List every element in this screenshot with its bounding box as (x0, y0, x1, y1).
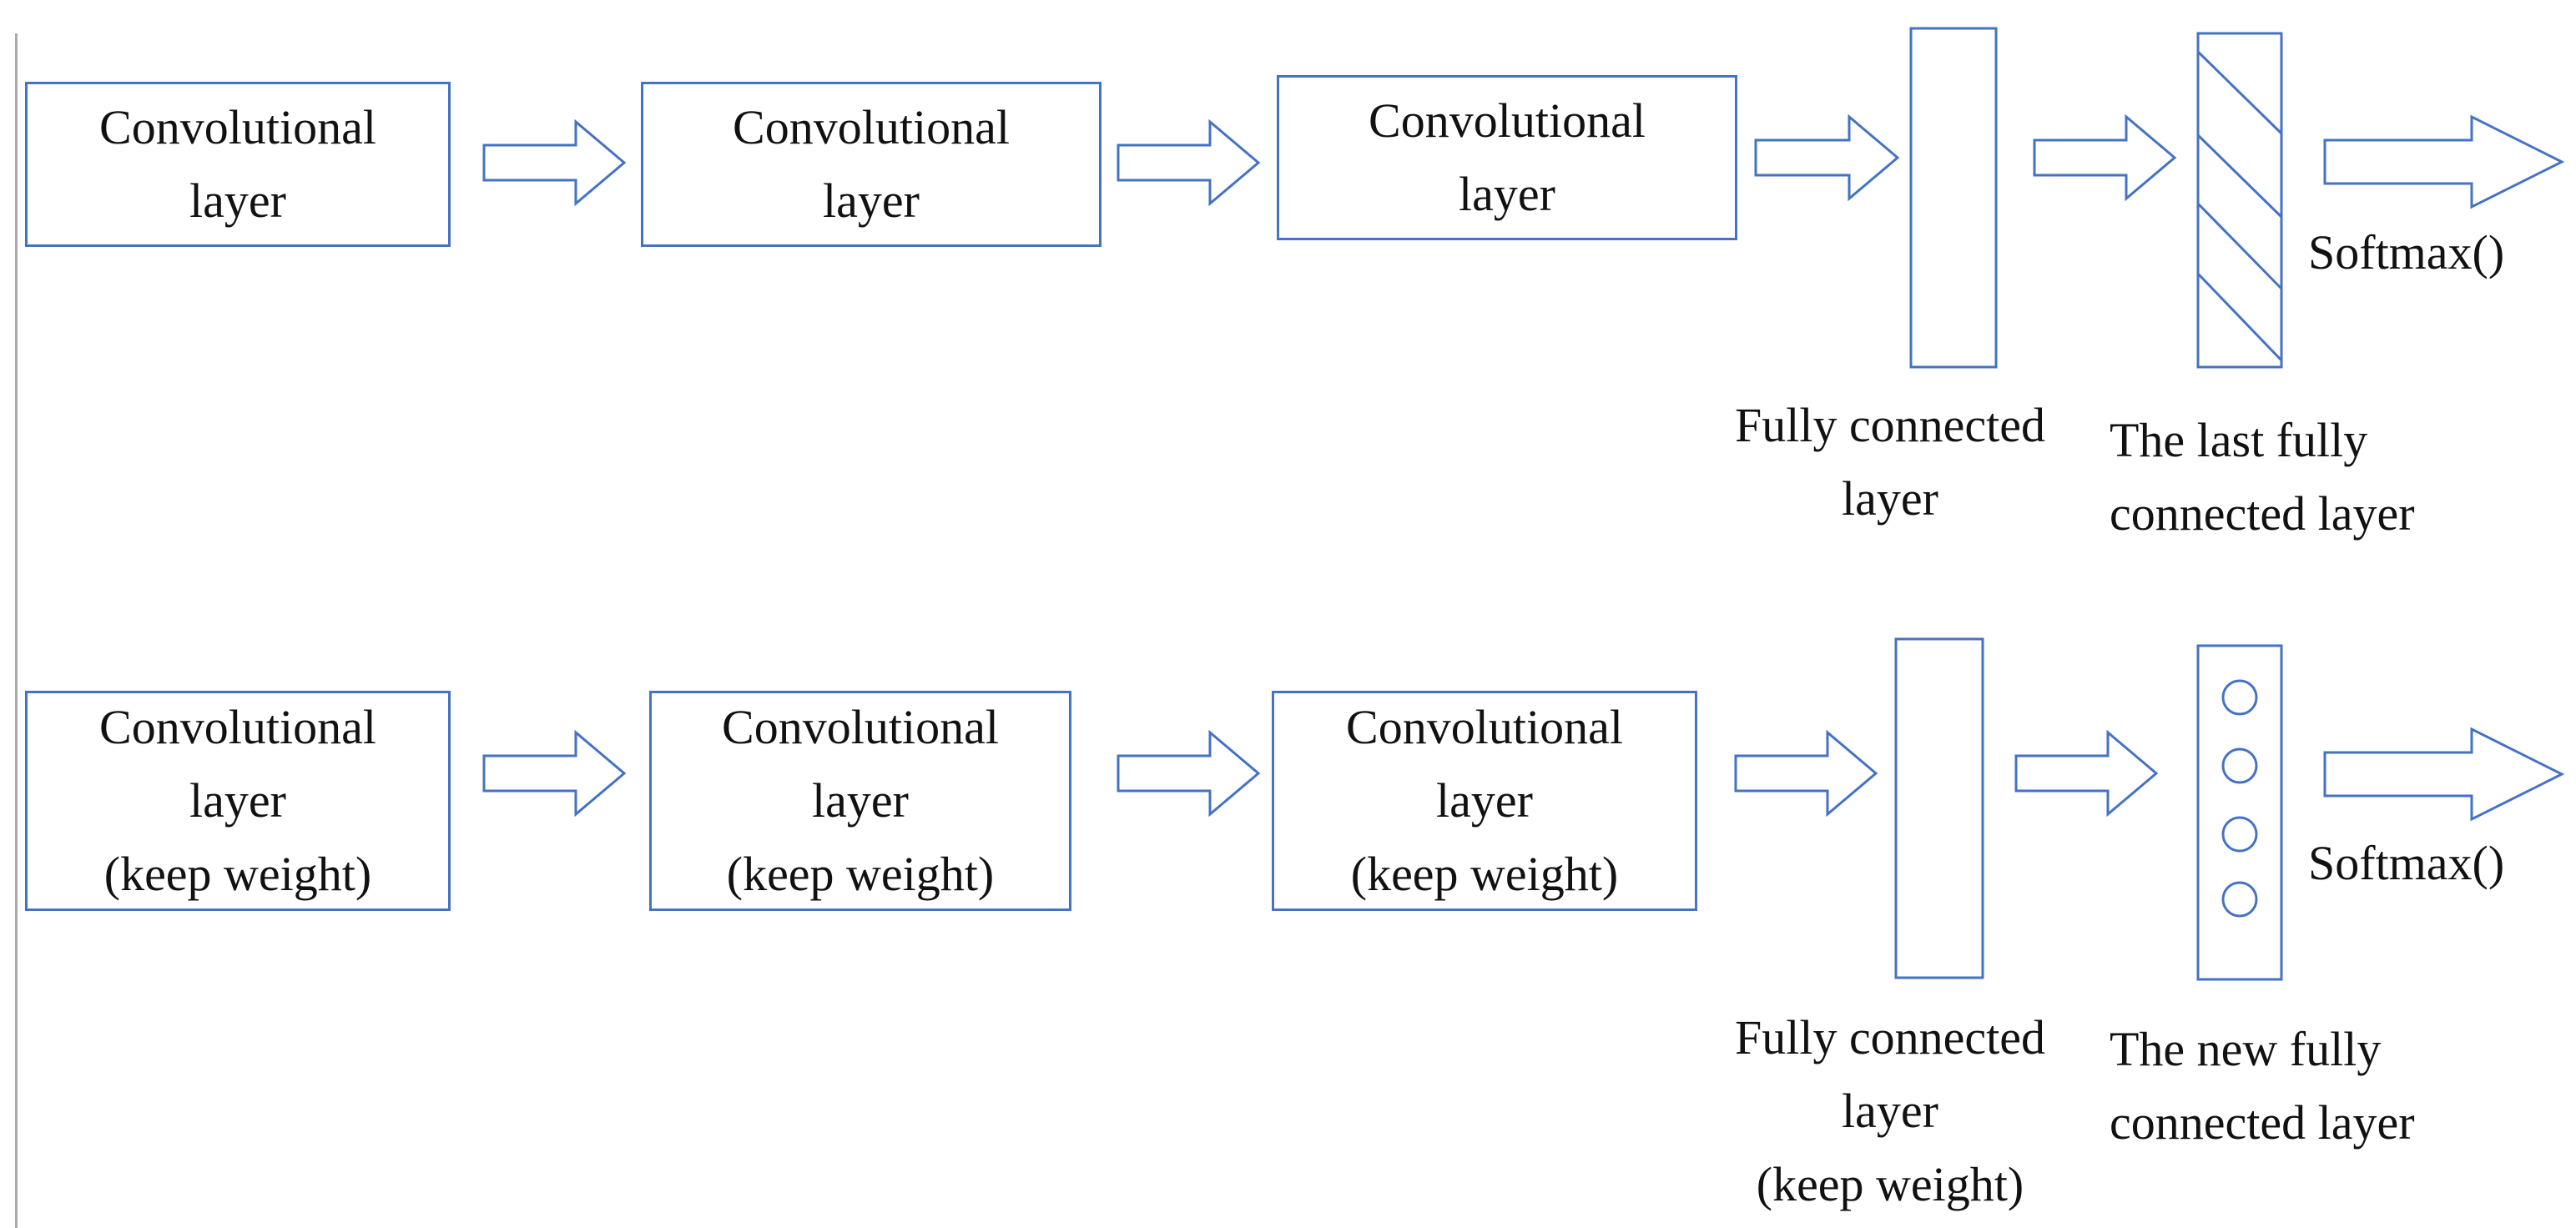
top-last-fc-hatching (2196, 50, 2283, 362)
bottom-arrow-5 (2323, 727, 2565, 822)
bottom-conv-layer-3-line-1: Convolutional (1346, 700, 1623, 754)
top-conv-layer-3-line-2: layer (1459, 167, 1555, 221)
fc-node-4 (2221, 881, 2258, 918)
top-arrow-4 (2033, 113, 2177, 202)
bottom-fc-layer-label-line-3: (keep weight) (1756, 1157, 2024, 1211)
bottom-arrow-1 (482, 729, 627, 818)
top-last-fc-layer-label: The last fully connected layer (2110, 404, 2510, 551)
top-conv-layer-1-line-1: Convolutional (99, 100, 376, 154)
top-arrow-1 (482, 118, 627, 207)
top-conv-layer-1-line-2: layer (189, 174, 286, 228)
bottom-new-fc-layer-label-line-2: connected layer (2110, 1095, 2415, 1150)
bottom-arrow-2 (1117, 729, 1261, 818)
top-fc-layer-label-line-1: Fully connected (1734, 398, 2046, 452)
top-last-fc-layer-label-line-2: connected layer (2110, 486, 2415, 541)
fc-node-3 (2221, 816, 2258, 853)
bottom-conv-layer-1-line-1: Convolutional (99, 700, 376, 754)
top-arrow-5 (2323, 114, 2565, 209)
bottom-fc-layer-label-line-1: Fully connected (1734, 1010, 2046, 1064)
top-softmax-label: Softmax() (2308, 225, 2505, 279)
bottom-conv-layer-2-line-1: Convolutional (722, 700, 999, 754)
bottom-conv-layer-3-line-2: layer (1436, 773, 1533, 828)
bottom-new-fc-nodes (2221, 679, 2258, 918)
bottom-conv-layer-2: Convolutional layer (keep weight) (649, 691, 1071, 911)
bottom-new-fc-layer-label: The new fully connected layer (2110, 1013, 2510, 1160)
bottom-conv-layer-2-line-3: (keep weight) (726, 847, 995, 901)
left-border-rule (15, 33, 18, 1228)
bottom-new-fc-layer-label-line-1: The new fully (2110, 1022, 2382, 1076)
top-conv-layer-1: Convolutional layer (25, 82, 451, 247)
top-fc-layer-label-line-2: layer (1842, 471, 1938, 526)
top-arrow-3 (1754, 113, 1900, 202)
top-conv-layer-2: Convolutional layer (641, 82, 1101, 247)
fc-node-1 (2221, 679, 2258, 716)
top-fc-layer-label: Fully connected layer (1686, 389, 2095, 536)
top-fc-layer-bar (1909, 27, 1998, 369)
bottom-conv-layer-2-line-2: layer (812, 773, 909, 828)
top-conv-layer-2-line-2: layer (823, 174, 920, 228)
top-last-fc-layer-bar (2196, 32, 2283, 369)
fc-node-2 (2221, 747, 2258, 784)
top-conv-layer-3-line-1: Convolutional (1369, 93, 1646, 148)
bottom-fc-layer-bar (1894, 637, 1984, 979)
bottom-fc-layer-label: Fully connected layer (keep weight) (1686, 1001, 2095, 1221)
bottom-conv-layer-3-line-3: (keep weight) (1350, 847, 1619, 901)
bottom-fc-layer-label-line-2: layer (1842, 1084, 1938, 1138)
top-last-fc-layer-label-line-1: The last fully (2110, 413, 2368, 467)
bottom-conv-layer-1-line-3: (keep weight) (103, 847, 372, 901)
bottom-conv-layer-3: Convolutional layer (keep weight) (1272, 691, 1697, 911)
bottom-conv-layer-1-line-2: layer (189, 773, 286, 828)
bottom-arrow-3 (1734, 729, 1878, 818)
bottom-conv-layer-1: Convolutional layer (keep weight) (25, 691, 451, 911)
bottom-arrow-4 (2014, 729, 2159, 818)
bottom-softmax-label: Softmax() (2308, 836, 2505, 890)
top-conv-layer-2-line-1: Convolutional (733, 100, 1010, 154)
top-conv-layer-3: Convolutional layer (1277, 75, 1737, 240)
top-arrow-2 (1117, 118, 1261, 207)
